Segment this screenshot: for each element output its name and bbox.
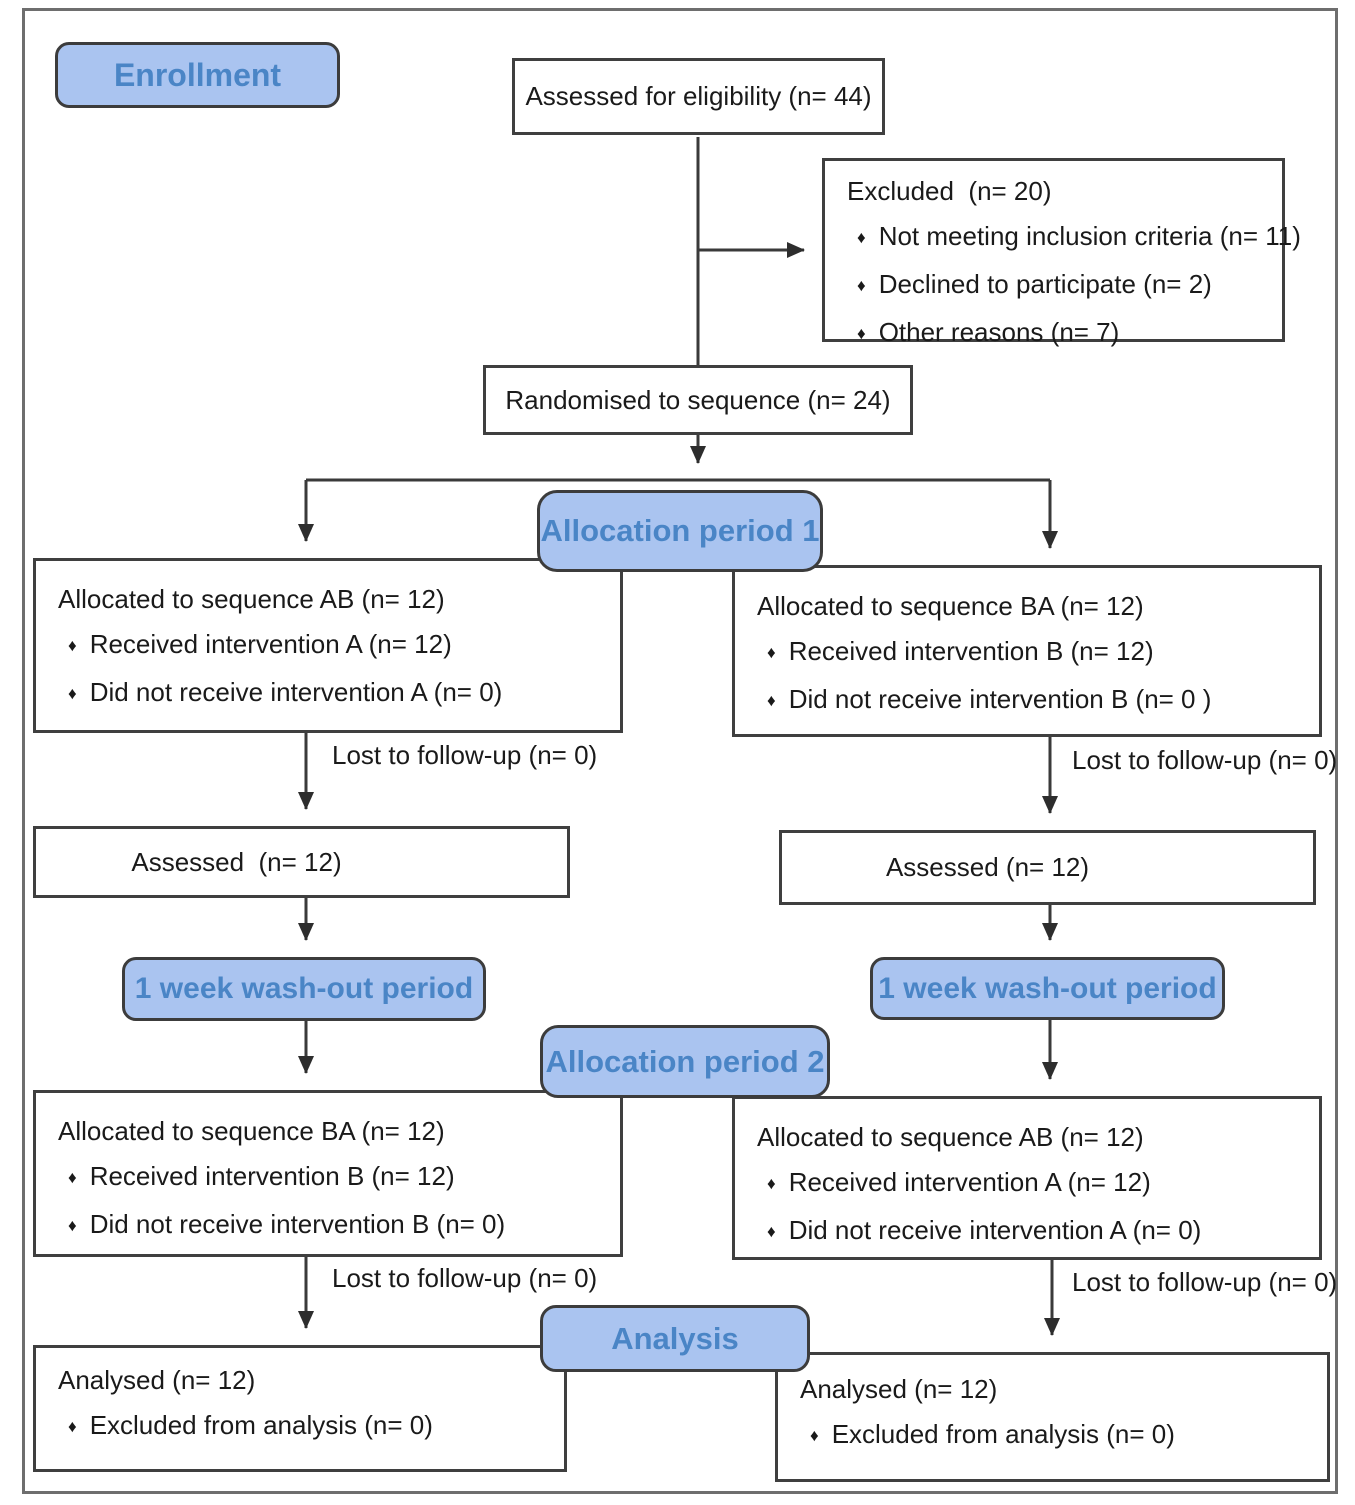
lost-followup-label-2-right: Lost to follow-up (n= 0) (1072, 1267, 1338, 1297)
stage-analysis-text: Analysis (611, 1320, 739, 1356)
alloc2-left-bullet-2: ♦ Did not receive intervention B (n= 0) (58, 1202, 600, 1250)
assessed-right-box: Assessed (n= 12) (779, 830, 1316, 905)
stage-enrollment: Enrollment (55, 42, 340, 108)
diamond-bullet-icon: ♦ (810, 1426, 819, 1445)
eligibility-text: Assessed for eligibility (n= 44) (525, 81, 872, 111)
alloc1-right-bullet-1: ♦ Received intervention B (n= 12) (757, 629, 1299, 677)
alloc1-right-title: Allocated to sequence BA (n= 12) (757, 591, 1144, 621)
alloc1-left-bullet-2: ♦ Did not receive intervention A (n= 0) (58, 670, 600, 718)
excluded-title: Excluded (n= 20) (847, 176, 1052, 206)
lost-followup-label-1-left: Lost to follow-up (n= 0) (332, 740, 598, 770)
diamond-bullet-icon: ♦ (767, 1222, 776, 1241)
stage-analysis: Analysis (540, 1305, 810, 1372)
stage-allocation-period-2-text: Allocation period 2 (545, 1043, 825, 1079)
diamond-bullet-icon: ♦ (767, 1174, 776, 1193)
diamond-bullet-icon: ♦ (767, 643, 776, 662)
diamond-bullet-icon: ♦ (68, 1168, 77, 1187)
diamond-bullet-icon: ♦ (68, 1417, 77, 1436)
stage-washout-right: 1 week wash-out period (870, 957, 1225, 1020)
alloc1-left-box: Allocated to sequence AB (n= 12) ♦ Recei… (33, 558, 623, 733)
alloc2-right-bullet-2: ♦ Did not receive intervention A (n= 0) (757, 1208, 1299, 1256)
assessed-right-text: Assessed (n= 12) (885, 852, 1090, 882)
alloc2-right-box: Allocated to sequence AB (n= 12) ♦ Recei… (732, 1096, 1322, 1260)
excluded-bullet-1: ♦ Not meeting inclusion criteria (n= 11) (847, 214, 1301, 262)
analysed-left-box: Analysed (n= 12) ♦ Excluded from analysi… (33, 1345, 567, 1472)
alloc1-right-bullet-2: ♦ Did not receive intervention B (n= 0 ) (757, 677, 1299, 725)
analysed-left-title: Analysed (n= 12) (58, 1365, 256, 1395)
randomised-text: Randomised to sequence (n= 24) (505, 384, 891, 415)
analysed-right-bullet-1: ♦ Excluded from analysis (n= 0) (800, 1412, 1307, 1460)
stage-washout-left-text: 1 week wash-out period (134, 972, 474, 1005)
diamond-bullet-icon: ♦ (857, 276, 866, 295)
alloc2-left-box: Allocated to sequence BA (n= 12) ♦ Recei… (33, 1090, 623, 1257)
alloc1-left-bullet-1: ♦ Received intervention A (n= 12) (58, 622, 600, 670)
excluded-box: Excluded (n= 20) ♦ Not meeting inclusion… (822, 158, 1301, 347)
analysed-left-bullet-1: ♦ Excluded from analysis (n= 0) (58, 1403, 544, 1451)
diamond-bullet-icon: ♦ (68, 684, 77, 703)
stage-washout-left: 1 week wash-out period (122, 957, 486, 1021)
stage-allocation-period-1: Allocation period 1 (537, 490, 823, 572)
diamond-bullet-icon: ♦ (68, 636, 77, 655)
alloc2-right-bullet-1: ♦ Received intervention A (n= 12) (757, 1160, 1299, 1208)
assessed-left-box: Assessed (n= 12) (33, 826, 570, 898)
stage-allocation-period-1-text: Allocation period 1 (540, 513, 820, 548)
assessed-left-text: Assessed (n= 12) (131, 846, 342, 877)
alloc1-left-title: Allocated to sequence AB (n= 12) (58, 584, 445, 614)
stage-enrollment-text: Enrollment (113, 56, 282, 93)
eligibility-box: Assessed for eligibility (n= 44) (512, 58, 885, 135)
randomised-box: Randomised to sequence (n= 24) (483, 365, 913, 435)
diamond-bullet-icon: ♦ (857, 324, 866, 343)
diamond-bullet-icon: ♦ (68, 1216, 77, 1235)
analysed-right-box: Analysed (n= 12) ♦ Excluded from analysi… (775, 1352, 1330, 1482)
analysed-right-title: Analysed (n= 12) (800, 1374, 998, 1404)
excluded-bullet-2: ♦ Declined to participate (n= 2) (847, 262, 1262, 310)
excluded-bullet-3: ♦ Other reasons (n= 7) (847, 310, 1262, 358)
alloc2-left-title: Allocated to sequence BA (n= 12) (58, 1116, 445, 1146)
stage-washout-right-text: 1 week wash-out period (878, 971, 1217, 1005)
diamond-bullet-icon: ♦ (857, 228, 866, 247)
lost-followup-label-2-left: Lost to follow-up (n= 0) (332, 1263, 598, 1293)
diamond-bullet-icon: ♦ (767, 691, 776, 710)
lost-followup-label-1-right: Lost to follow-up (n= 0) (1072, 745, 1338, 775)
alloc1-right-box: Allocated to sequence BA (n= 12) ♦ Recei… (732, 565, 1322, 737)
alloc2-left-bullet-1: ♦ Received intervention B (n= 12) (58, 1154, 600, 1202)
alloc2-right-title: Allocated to sequence AB (n= 12) (757, 1122, 1144, 1152)
stage-allocation-period-2: Allocation period 2 (540, 1025, 830, 1098)
